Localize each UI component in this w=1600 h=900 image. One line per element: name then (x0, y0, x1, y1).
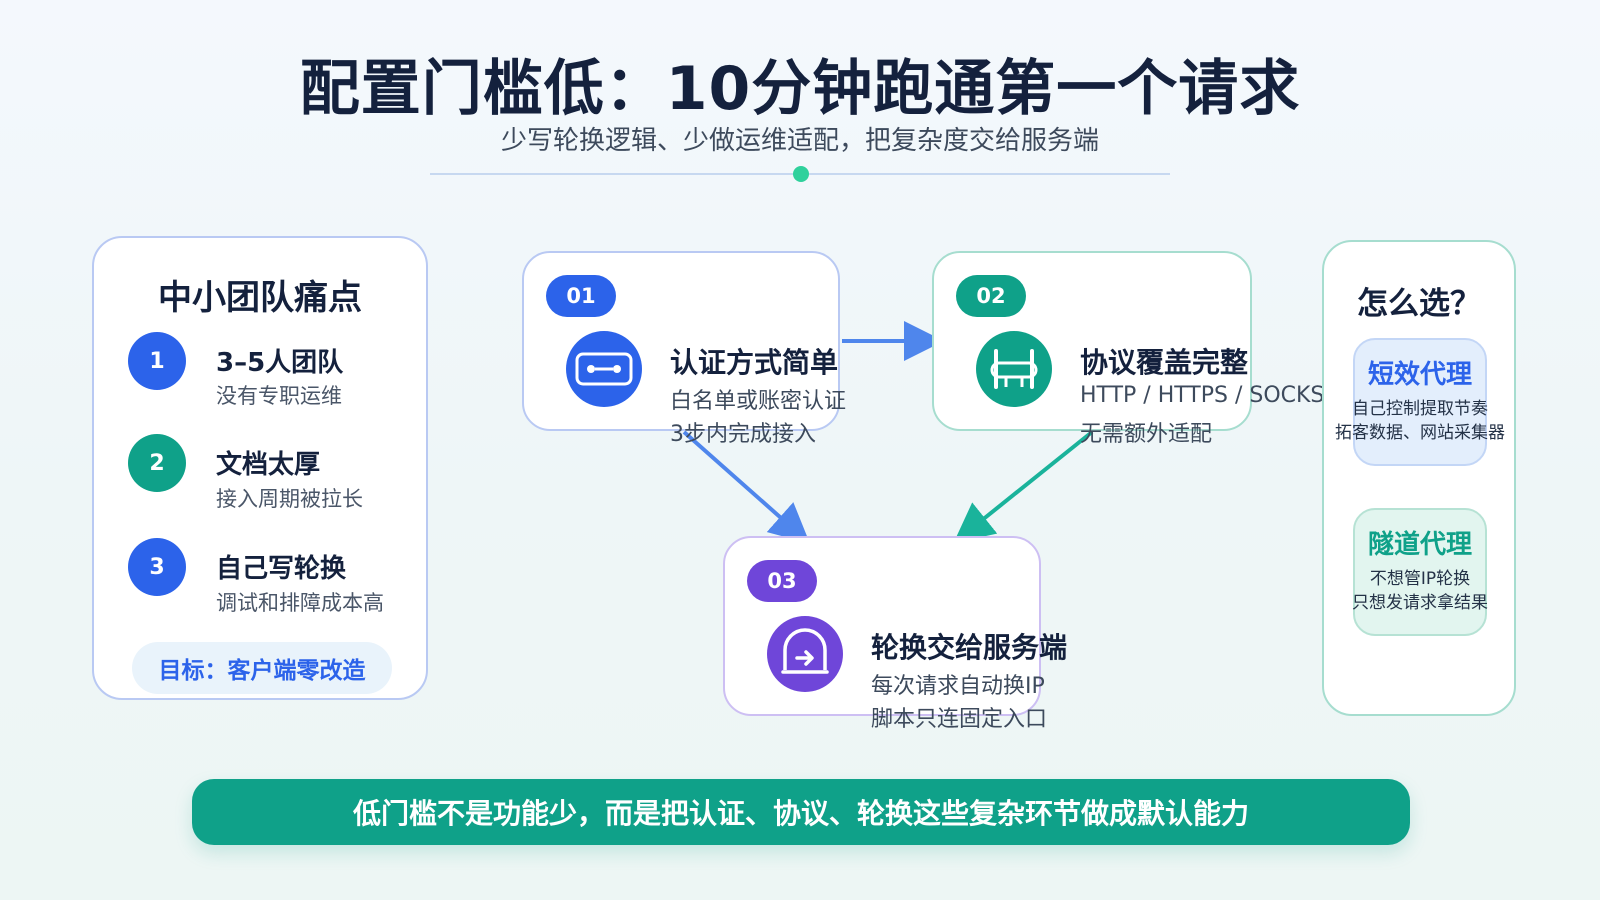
step-line1-02: HTTP / HTTPS / SOCKS (1080, 383, 1325, 408)
summary-banner: 低门槛不是功能少，而是把认证、协议、轮换这些复杂环节做成默认能力 (192, 779, 1410, 845)
step-card-02: 02 协议覆盖完整 HTTP / HTTPS / SOCKS 无需额外适配 (932, 251, 1324, 447)
step-badge-02: 02 (956, 275, 1026, 317)
step-badge-01: 01 (546, 275, 616, 317)
pain-number-1: 1 (128, 332, 186, 390)
pain-desc-2: 接入周期被拉长 (216, 487, 363, 511)
pain-title-2: 文档太厚 (216, 450, 321, 480)
pain-desc-3: 调试和排障成本高 (216, 591, 384, 615)
step-title-01: 认证方式简单 (670, 346, 839, 379)
option-line1-2: 不想管IP轮换 (1369, 569, 1471, 589)
adapter-icon (976, 331, 1052, 407)
step-title-02: 协议覆盖完整 (1080, 346, 1249, 379)
step-card-03: 03 轮换交给服务端 每次请求自动换IP 脚本只连固定入口 (723, 536, 1067, 732)
step-line2-01: 3步内完成接入 (670, 422, 816, 447)
option-tunnel-proxy[interactable]: 隧道代理 不想管IP轮换 只想发请求拿结果 (1352, 508, 1488, 636)
step-title-03: 轮换交给服务端 (871, 631, 1068, 664)
choose-title: 怎么选？ (1357, 286, 1481, 322)
pain-points-panel: 中小团队痛点 1 3–5人团队 没有专职运维 2 文档太厚 接入周期被拉长 3 … (92, 236, 428, 700)
arrow-01-to-03 (682, 430, 810, 544)
step-line1-01: 白名单或账密认证 (670, 389, 847, 414)
step-card-01: 01 认证方式简单 白名单或账密认证 3步内完成接入 (522, 251, 846, 447)
key-icon (566, 331, 642, 407)
step-badge-03: 03 (747, 560, 817, 602)
pain-number-2: 2 (128, 434, 186, 492)
goal-pill: 目标：客户端零改造 (132, 642, 392, 694)
pain-title-1: 3–5人团队 (216, 348, 344, 378)
option-line1-1: 自己控制提取节奏 (1352, 399, 1488, 419)
step-line2-02: 无需额外适配 (1080, 422, 1213, 447)
option-title-2: 隧道代理 (1367, 530, 1472, 560)
header-divider-dot (793, 166, 809, 182)
page-subtitle: 少写轮换逻辑、少做运维适配，把复杂度交给服务端 (500, 126, 1099, 156)
page-title: 配置门槛低：10分钟跑通第一个请求 (299, 54, 1301, 124)
pain-title-3: 自己写轮换 (216, 554, 347, 584)
option-line2-1: 拓客数据、网站采集器 (1335, 423, 1505, 443)
option-short-term-proxy[interactable]: 短效代理 自己控制提取节奏 拓客数据、网站采集器 (1335, 338, 1505, 466)
option-line2-2: 只想发请求拿结果 (1352, 593, 1488, 613)
pain-number-3: 3 (128, 538, 186, 596)
step-line2-03: 脚本只连固定入口 (871, 707, 1048, 732)
pain-points-title: 中小团队痛点 (158, 278, 362, 318)
pain-desc-1: 没有专职运维 (216, 384, 342, 408)
server-arrow-icon (767, 616, 843, 692)
arrow-02-to-03 (953, 430, 1094, 544)
choose-panel: 怎么选？ 短效代理 自己控制提取节奏 拓客数据、网站采集器 隧道代理 不想管IP… (1322, 240, 1516, 716)
step-line1-03: 每次请求自动换IP (871, 674, 1045, 699)
option-title-1: 短效代理 (1367, 360, 1472, 390)
